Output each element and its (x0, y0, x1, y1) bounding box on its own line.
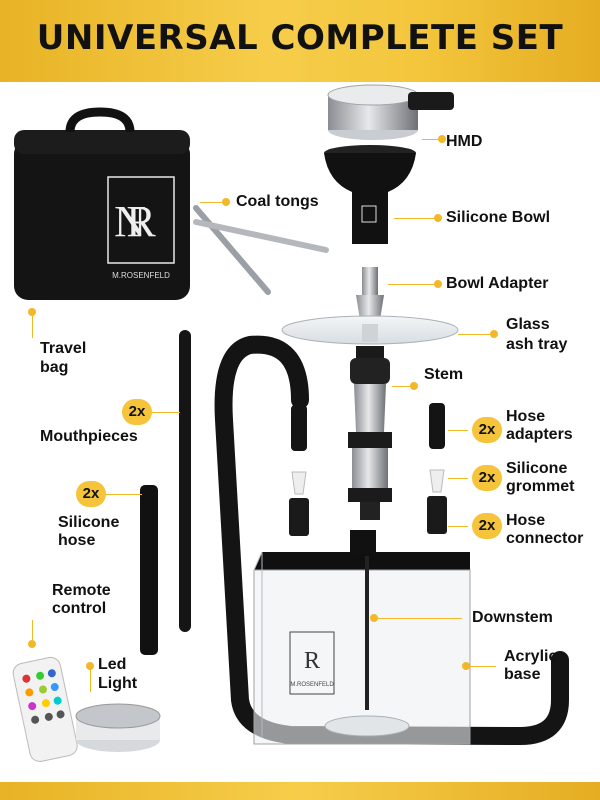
remote-control-dot (28, 640, 36, 648)
mouthpieces-line (150, 412, 180, 413)
label-silicone-hose-2: hose (58, 532, 96, 549)
label-coal-tongs: Coal tongs (236, 193, 319, 210)
label-acrylic-base-1: Acrylic (504, 648, 558, 665)
label-hose-connector-2: connector (506, 530, 584, 547)
stem-line (392, 386, 412, 387)
silicone-bowl (324, 145, 416, 244)
travel-bag-dot (28, 308, 36, 316)
bowl-adapter-line (388, 284, 438, 285)
label-glass-ash-tray-1: Glass (506, 316, 550, 333)
remote-control (12, 656, 78, 762)
label-silicone-grommet-1: Silicone (506, 460, 568, 477)
hose-connector-line (448, 526, 468, 527)
acrylic-base-dot (462, 662, 470, 670)
remote-control-line (32, 620, 33, 642)
label-glass-ash-tray-2: ash tray (506, 336, 568, 353)
bowl-adapter (356, 267, 384, 320)
svg-text:R: R (304, 648, 320, 674)
acrylic-base-line (470, 666, 496, 667)
badge-hose-adapters: 2x (472, 417, 502, 443)
label-led-light-1: Led (98, 656, 127, 673)
coal-tongs-dot (222, 198, 230, 206)
label-mouthpieces: Mouthpieces (40, 428, 138, 445)
label-silicone-hose-1: Silicone (58, 514, 120, 531)
acrylic-base: R M.ROSENFELD (253, 530, 471, 745)
label-downstem: Downstem (472, 609, 553, 626)
svg-text:R: R (126, 197, 156, 246)
label-travel-bag-2: bag (40, 359, 69, 376)
led-light (75, 703, 161, 752)
hmd-dot (438, 135, 446, 143)
silicone-hose-line (106, 494, 142, 495)
badge-silicone-grommet: 2x (472, 465, 502, 491)
hose-adapters-line (448, 430, 468, 431)
hmd-connector-line (422, 139, 442, 140)
silicone-bowl-dot (434, 214, 442, 222)
label-stem: Stem (424, 366, 464, 383)
silicone-grommet-line (448, 478, 468, 479)
coal-tongs-line (200, 202, 226, 203)
label-travel-bag-1: Travel (40, 340, 87, 357)
stem-dot (410, 382, 418, 390)
downstem-dot (370, 614, 378, 622)
travel-bag: R N M.ROSENFELD (14, 107, 190, 300)
hose-parts (289, 403, 447, 536)
label-led-light-2: Light (98, 675, 138, 692)
glass-tray-dot (490, 330, 498, 338)
label-silicone-bowl: Silicone Bowl (446, 209, 551, 226)
label-hose-adapters-2: adapters (506, 426, 573, 443)
label-remote-control-1: Remote (52, 582, 111, 599)
bottom-accent-bar (0, 782, 600, 800)
label-hose-connector-1: Hose (506, 512, 546, 529)
title-banner: UNIVERSAL COMPLETE SET (0, 0, 600, 82)
label-silicone-grommet-2: grommet (506, 478, 575, 495)
led-light-dot (86, 662, 94, 670)
bag-logo-text: M.ROSENFELD (112, 271, 170, 280)
glass-tray-line (458, 334, 494, 335)
label-remote-control-2: control (52, 600, 107, 617)
hmd (327, 84, 454, 140)
base-logo-text: M.ROSENFELD (290, 682, 334, 688)
mouthpiece (179, 330, 191, 632)
downstem-line (372, 618, 462, 619)
glass-ash-tray (281, 315, 459, 345)
coal-tongs (193, 205, 329, 295)
badge-hose-connector: 2x (472, 513, 502, 539)
page-title: UNIVERSAL COMPLETE SET (36, 18, 564, 58)
silicone-hose (140, 335, 569, 746)
label-hose-adapters-1: Hose (506, 408, 546, 425)
travel-bag-line (32, 312, 33, 338)
label-acrylic-base-2: base (504, 666, 541, 683)
svg-text:N: N (114, 197, 146, 246)
label-bowl-adapter: Bowl Adapter (446, 275, 549, 292)
badge-mouthpieces: 2x (122, 399, 152, 425)
badge-silicone-hose: 2x (76, 481, 106, 507)
silicone-bowl-line (394, 218, 438, 219)
label-hmd: HMD (446, 133, 483, 150)
led-light-line (90, 668, 91, 692)
bowl-adapter-dot (434, 280, 442, 288)
stem (348, 346, 392, 520)
